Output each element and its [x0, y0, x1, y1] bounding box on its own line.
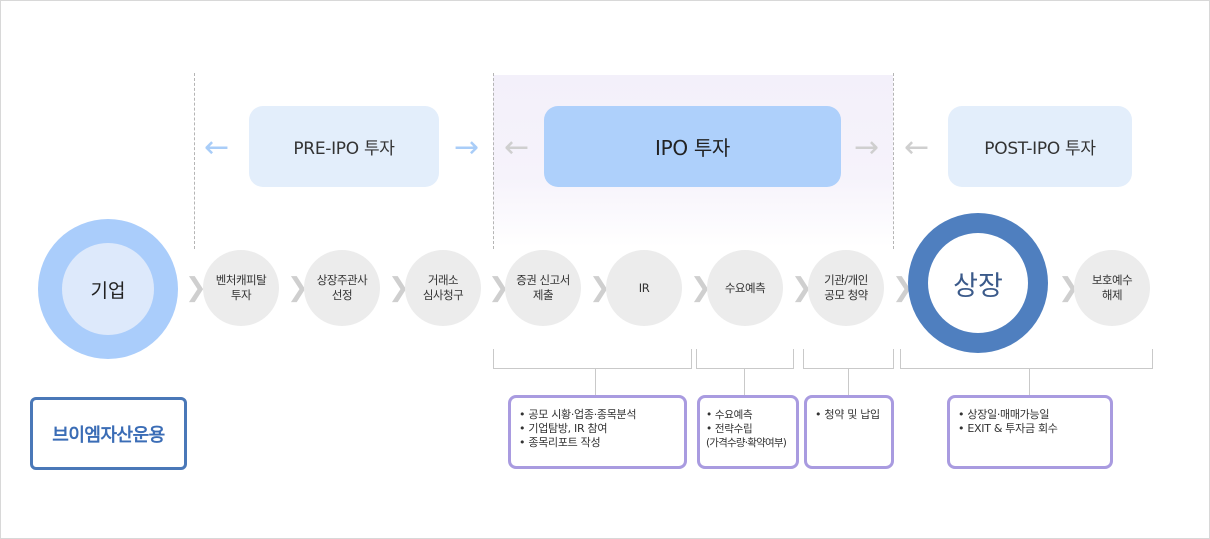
bracket-subscription: [803, 349, 894, 369]
chevron-right-icon: ❯: [488, 273, 510, 303]
chevron-right-icon: ❯: [791, 273, 813, 303]
bracket-stem: [1029, 368, 1030, 396]
chevron-right-icon: ❯: [388, 273, 410, 303]
listing-circle: 상장: [908, 213, 1048, 353]
note-line: (가격수량·확약여부): [706, 437, 787, 449]
step-underwriter-selection: 상장주관사 선정: [304, 250, 380, 326]
bracket-demand: [696, 349, 794, 369]
bracket-stem: [744, 368, 745, 396]
phase-pre-ipo: PRE-IPO 투자: [249, 106, 439, 187]
arrow-left-icon: ←: [204, 130, 230, 165]
note-line: • 기업탐방, IR 참여: [519, 422, 608, 435]
note-line: • 공모 시황·업종·종목분석: [519, 408, 637, 421]
step-demand-forecast: 수요예측: [707, 250, 783, 326]
separator-line: [493, 73, 494, 249]
separator-line: [893, 73, 894, 249]
note-line: • 청약 및 납입: [815, 408, 880, 421]
phase-ipo: IPO 투자: [544, 106, 841, 187]
listing-label: 상장: [928, 233, 1028, 333]
arrow-right-icon: →: [854, 130, 880, 165]
arrow-left-icon: ←: [504, 130, 530, 165]
bracket-ir: [493, 349, 692, 369]
bracket-stem: [848, 368, 849, 396]
note-line: • 전략수립: [706, 423, 753, 435]
chevron-right-icon: ❯: [690, 273, 712, 303]
bracket-stem: [595, 368, 596, 396]
note-line: • 종목리포트 작성: [519, 436, 601, 449]
step-lockup-release: 보호예수 해제: [1074, 250, 1150, 326]
note-listing: • 상장일·매매가능일 • EXIT & 투자금 회수: [947, 395, 1113, 469]
separator-line: [194, 73, 195, 249]
step-public-subscription: 기관/개인 공모 청약: [808, 250, 884, 326]
note-line: • 수요예측: [706, 409, 753, 421]
arrow-right-icon: →: [454, 130, 480, 165]
chevron-right-icon: ❯: [287, 273, 309, 303]
step-ir: IR: [606, 250, 682, 326]
company-label: 기업: [62, 243, 154, 335]
note-subscription: • 청약 및 납입: [804, 395, 894, 469]
company-circle: 기업: [38, 219, 178, 359]
step-venture-capital: 벤처캐피탈 투자: [203, 250, 279, 326]
note-ir: • 공모 시황·업종·종목분석 • 기업탐방, IR 참여 • 종목리포트 작성: [508, 395, 687, 469]
step-registration-statement: 증권 신고서 제출: [505, 250, 581, 326]
note-demand: • 수요예측 • 전략수립 (가격수량·확약여부): [697, 395, 799, 469]
step-exchange-review: 거래소 심사청구: [405, 250, 481, 326]
chevron-right-icon: ❯: [185, 273, 207, 303]
note-line: • EXIT & 투자금 회수: [958, 422, 1058, 435]
bracket-listing: [900, 349, 1153, 369]
company-name-box: 브이엠자산운용: [30, 397, 187, 470]
phase-post-ipo: POST-IPO 투자: [948, 106, 1132, 187]
chevron-right-icon: ❯: [589, 273, 611, 303]
arrow-left-icon: ←: [904, 130, 930, 165]
note-line: • 상장일·매매가능일: [958, 408, 1050, 421]
